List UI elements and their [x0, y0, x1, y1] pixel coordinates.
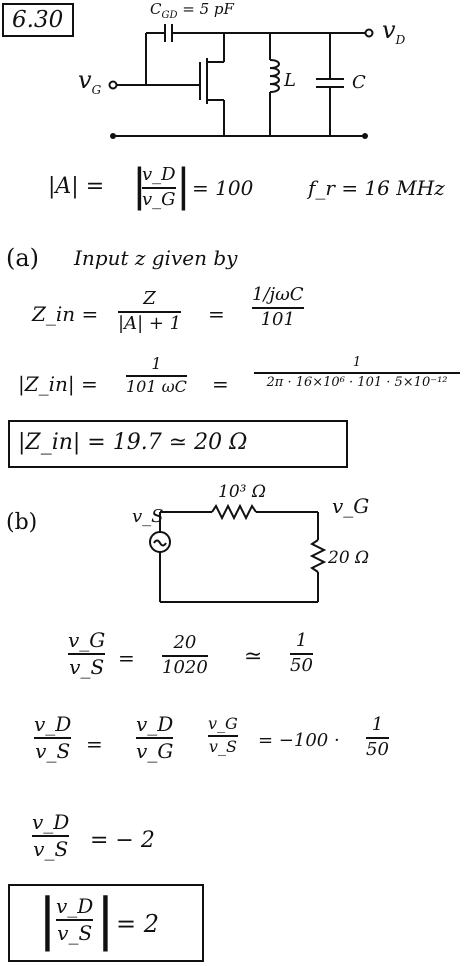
capacitor-label: C [352, 72, 366, 93]
result-box-a: |Z_in| = 19.7 ≃ 20 Ω [8, 420, 348, 468]
gain-bar-left: | [132, 160, 147, 211]
zin-eq: = [208, 302, 225, 326]
r-load-label: 20 Ω [328, 548, 370, 568]
vd-node-label: vD [382, 16, 406, 47]
problem-number-box: 6.30 [2, 3, 74, 37]
ratio1-approx: ≃ [244, 644, 263, 669]
mag-eq: = [212, 372, 229, 396]
inductor-label: L [284, 70, 296, 91]
vs-label: v_S [132, 506, 164, 527]
mag-zin-lhs: |Z_in| = [18, 372, 98, 396]
ratio2-eq: = [86, 732, 103, 756]
final-bar-left: | [38, 887, 57, 952]
ratio3-rhs: = − 2 [90, 828, 155, 853]
gain-lhs: |A| = [48, 174, 105, 199]
final-bar-right: | [96, 887, 115, 952]
cgd-label: CGD = 5 pF [150, 0, 234, 21]
ratio2-rhs: = −100 · [258, 730, 340, 751]
gain-rhs: = 100 [192, 176, 254, 200]
result-zin: |Z_in| = 19.7 ≃ 20 Ω [18, 430, 248, 455]
resonant-frequency: f_r = 16 MHz [308, 176, 445, 200]
part-b-label: (b) [6, 510, 38, 535]
zin-fraction-1: Z|A| + 1 [118, 288, 182, 334]
gain-bar-right: | [176, 160, 191, 211]
part-a-heading: Input z given by [74, 246, 238, 270]
amplifier-circuit [108, 24, 374, 139]
ratio1-eq: = [118, 646, 135, 670]
r-source-label: 10³ Ω [218, 482, 266, 502]
part-a-label: (a) [6, 244, 40, 272]
problem-number: 6.30 [12, 7, 64, 33]
vg-b-label: v_G [332, 494, 370, 518]
zin-lhs: Z_in = [32, 302, 99, 326]
vg-node-label: vG [78, 66, 102, 97]
final-rhs: = 2 [116, 910, 160, 938]
